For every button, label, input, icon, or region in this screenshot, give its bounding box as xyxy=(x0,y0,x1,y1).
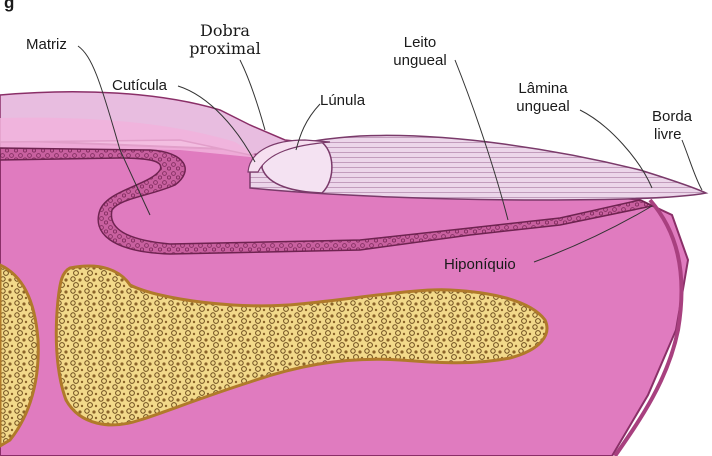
label-leito: Leito xyxy=(385,34,455,51)
label-leito-ungueal: ungueal xyxy=(383,52,457,69)
partial-top-text: g xyxy=(4,0,14,11)
label-lamina: Lâmina xyxy=(510,80,576,97)
leader-dobra xyxy=(240,60,265,130)
label-matriz: Matriz xyxy=(26,36,67,53)
label-lamina-ungueal: ungueal xyxy=(508,98,578,115)
label-dobra: Dobra xyxy=(188,22,262,40)
label-proximal: proximal xyxy=(180,40,270,58)
label-hiponiquio: Hiponíquio xyxy=(444,256,516,273)
label-livre: livre xyxy=(654,126,682,143)
label-cuticula: Cutícula xyxy=(112,77,167,94)
label-lunula: Lúnula xyxy=(320,92,365,109)
label-borda: Borda xyxy=(652,108,692,125)
leader-borda xyxy=(682,140,702,190)
